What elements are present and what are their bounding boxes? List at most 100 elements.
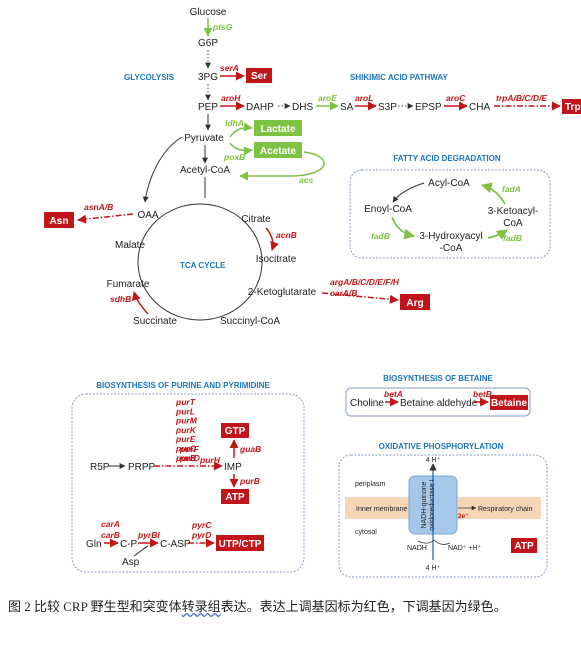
figure-caption: 图 2 比较 CRP 野生型和突变体转录组表达。表达上调基因标为红色，下调基因为… — [8, 595, 574, 619]
arrow-ketoacyl-acyl — [480, 182, 506, 205]
product-gtp: GTP — [225, 426, 246, 437]
caption-text-after: 表达。表达上调基因标为红色，下调基因为绿色。 — [220, 599, 507, 614]
metabolite-oaa: OAA — [137, 210, 158, 221]
gene-serA: serA — [220, 63, 239, 73]
label-electrons: 2e⁻ — [458, 513, 469, 520]
gene-pyrBI: pyrBI — [137, 530, 160, 540]
gene-purH: purH — [199, 455, 221, 465]
metabolite-epsp: EPSP — [415, 102, 442, 113]
product-trp: Trp — [565, 102, 581, 113]
product-atp-oxphos-box — [511, 538, 537, 553]
metabolite-malate: Malate — [115, 240, 145, 251]
product-lactate: Lactate — [260, 124, 295, 135]
product-acetate-box — [254, 142, 302, 158]
gene-fadA: fadA — [502, 184, 521, 194]
metabolite-betaine-aldehyde: Betaine aldehyde — [400, 398, 478, 409]
arrow-ketoglutarate-arg — [321, 292, 399, 304]
gene-guaB: guaB — [239, 444, 261, 454]
metabolite-g6p: G6P — [198, 38, 218, 49]
metabolite-casp: C-ASP — [160, 539, 191, 550]
gene-purC: purC — [175, 444, 197, 454]
purine-panel — [71, 393, 305, 573]
caption-text-before: 图 2 比较 CRP 野生型和突变体 — [8, 599, 182, 614]
label-inner-membrane: Inner membrane — [356, 506, 407, 513]
product-lactate-box — [254, 120, 302, 136]
gene-purT: purT — [175, 397, 196, 407]
section-purine: BIOSYNTHESIS OF PURINE AND PYRIMIDINE — [96, 381, 270, 390]
gene-betA: betA — [384, 389, 403, 399]
label-complex-line2: oxidoreductase I — [429, 479, 436, 530]
gene-aroE: aroE — [318, 93, 337, 103]
betaine-panel — [345, 387, 531, 417]
metabolite-choline: Choline — [350, 398, 384, 409]
metabolite-imp: IMP — [224, 462, 242, 473]
arrow-asp-join — [133, 545, 149, 557]
section-shikimic: SHIKIMIC ACID PATHWAY — [350, 73, 448, 82]
metabolite-pyruvate: Pyruvate — [184, 133, 224, 144]
arrow-pyruvate-lactate — [229, 122, 253, 138]
product-ser: Ser — [251, 71, 267, 82]
label-nad: NAD⁺ +H⁺ — [448, 545, 482, 552]
metabolite-pep: PEP — [198, 102, 218, 113]
product-betaine-box — [490, 395, 528, 410]
metabolite-succinate: Succinate — [133, 316, 177, 327]
product-betaine: Betaine — [491, 398, 528, 409]
product-atp-purine-box — [221, 489, 249, 504]
gene-acnB: acnB — [276, 230, 297, 240]
metabolite-enoyl-coa: Enoyl-CoA — [364, 204, 412, 215]
metabolite-s3p: S3P — [378, 102, 397, 113]
metabolite-cha: CHA — [469, 102, 490, 113]
gene-aroC: aroC — [446, 93, 466, 103]
metabolite-dhs: DHS — [292, 102, 313, 113]
section-tca: TCA CYCLE — [180, 261, 226, 270]
metabolite-succinyl-coa: Succinyl-CoA — [220, 316, 280, 327]
metabolite-gln: Gln — [86, 539, 102, 550]
section-betaine: BIOSYNTHESIS OF BETAINE — [383, 374, 493, 383]
arrow-oaa-asn — [77, 213, 134, 224]
label-h-bottom: 4 H⁺ — [426, 565, 441, 572]
gene-ldhA: ldhA — [225, 118, 244, 128]
product-arg-box — [400, 294, 430, 310]
gene-aroL: aroL — [355, 93, 373, 103]
gene-fadB-right: fadB — [503, 233, 522, 243]
label-respiratory-chain: Respiratory chain — [478, 506, 533, 513]
gene-purB-atp: purB — [239, 476, 260, 486]
gene-aroH: aroH — [221, 93, 241, 103]
gene-carA: carA — [101, 519, 120, 529]
product-gtp-box — [221, 423, 249, 438]
arrow-citrate-isocitrate — [265, 227, 279, 251]
metabolite-hydroxyacyl-line2: -CoA — [440, 243, 463, 254]
metabolite-ketoacyl-line1: 3-Ketoacyl- — [488, 206, 539, 217]
product-atp-purine: ATP — [225, 492, 245, 503]
gene-purL: purL — [175, 406, 195, 416]
caption-underlined: 转录组 — [181, 599, 221, 614]
arrow-enoyl-hydroxyacyl — [391, 216, 416, 240]
label-periplasm: periplasm — [355, 481, 386, 488]
section-oxphos: OXIDATIVE PHOSPHORYLATION — [379, 442, 504, 451]
section-fatty: FATTY ACID DEGRADATION — [393, 154, 500, 163]
arrow-acyl-enoyl — [392, 182, 425, 203]
gene-carAB: carA/B — [330, 288, 357, 298]
nadh-complex-label: NADH-quinone oxidoreductase I — [421, 479, 436, 530]
metabolite-citrate: Citrate — [241, 214, 271, 225]
gene-argAH: argA/B/C/D/E/F/H — [330, 277, 400, 287]
gene-ptsG: ptsG — [212, 22, 233, 32]
label-h-top: 4 H⁺ — [426, 457, 441, 464]
gene-carB: carB — [101, 530, 120, 540]
product-asn-box — [44, 212, 74, 228]
gene-fadB-left: fadB — [371, 231, 390, 241]
product-ser-box — [246, 68, 272, 83]
gene-pyrD: pyrD — [191, 530, 211, 540]
fatty-acid-panel — [349, 169, 551, 259]
arrow-pyruvate-oaa — [142, 136, 183, 203]
label-complex-line1: NADH-quinone — [421, 481, 428, 528]
gene-purE: purE — [175, 434, 196, 444]
product-acetate: Acetate — [260, 146, 297, 157]
product-arg: Arg — [406, 298, 423, 309]
tca-cycle-ring — [137, 203, 263, 321]
gene-trpABCDE: trpA/B/C/D/E — [496, 93, 547, 103]
label-nadh: NADH — [407, 545, 427, 552]
gene-sdhB: sdhB — [110, 294, 131, 304]
gene-purM: purM — [175, 416, 198, 426]
